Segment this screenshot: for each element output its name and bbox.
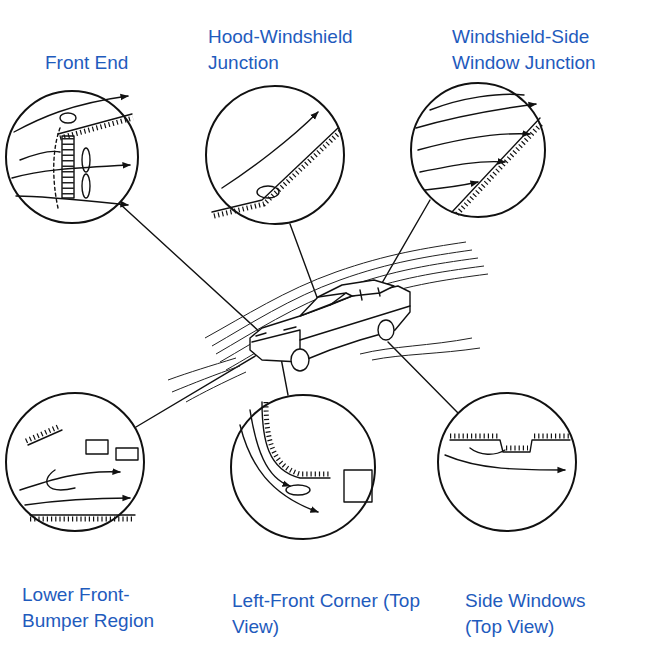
side-window-sketch: [450, 440, 570, 452]
windshield-side-window-sketch: [418, 134, 530, 150]
view-caption: Lower Front- Bumper Region: [22, 582, 192, 634]
leader-line: [281, 358, 288, 395]
car-drawing: [250, 280, 410, 371]
circle-outline: [205, 85, 345, 225]
streamline: [172, 366, 240, 392]
windshield-side-window-sketch: [416, 104, 536, 128]
front-end-sketch: [16, 196, 128, 205]
car-drawing: [291, 349, 309, 371]
leader-line: [388, 342, 458, 413]
bumper-sketch: [30, 517, 135, 522]
front-end-sketch: [12, 165, 130, 178]
side-window-sketch: [445, 455, 565, 470]
car-drawing: [346, 293, 352, 296]
streamline: [168, 242, 488, 402]
side-window-sketch: [445, 436, 570, 470]
car-drawing: [360, 288, 380, 300]
windshield-side-window-sketch: [452, 118, 540, 212]
car-drawing: [378, 320, 394, 340]
view-circle: Side Windows (Top View): [437, 392, 577, 532]
circle-outline: [438, 393, 576, 531]
side-window-sketch: [450, 436, 570, 448]
front-end-sketch: [60, 113, 76, 123]
leader-line: [136, 352, 262, 427]
windshield-side-window-sketch: [420, 162, 505, 172]
bumper-sketch: [25, 498, 130, 505]
front-end-sketch: [82, 174, 90, 198]
circle-outline: [5, 392, 145, 532]
bumper-sketch: [116, 448, 138, 460]
circle-outline: [6, 91, 138, 223]
bumper-sketch: [20, 472, 120, 490]
bumper-sketch: [86, 440, 108, 454]
leader-line: [378, 200, 430, 290]
front-end-sketch: [60, 118, 133, 138]
front-end-sketch: [14, 96, 128, 132]
circle-outline: [410, 82, 546, 218]
windshield-side-window-sketch: [457, 122, 543, 214]
bumper-sketch: [47, 470, 75, 490]
circle-outline: [230, 394, 376, 540]
front-corner-sketch: [250, 410, 290, 486]
view-caption: Windshield-Side Window Junction: [452, 24, 642, 76]
view-circle: Lower Front- Bumper Region: [5, 392, 145, 532]
front-end-sketch: [62, 136, 74, 198]
windshield-side-window-sketch: [425, 182, 478, 190]
streamline: [168, 358, 236, 380]
bumper-sketch: [26, 426, 60, 441]
circle-outline: [437, 392, 577, 532]
view-caption: Hood-Windshield Junction: [208, 24, 398, 76]
front-end-sketch: [82, 148, 90, 172]
streamline: [360, 338, 472, 354]
leader-line: [290, 224, 318, 300]
view-circle: Windshield-Side Window Junction: [410, 82, 546, 218]
view-caption: Left-Front Corner (Top View): [232, 588, 422, 640]
view-circle: Left-Front Corner (Top View): [230, 394, 376, 540]
car-drawing: [318, 293, 346, 305]
bumper-sketch: [28, 430, 62, 445]
front-end-sketch: [20, 151, 60, 160]
front-end-sketch: [62, 138, 74, 196]
circle-outline: [206, 86, 344, 224]
bumper-sketch: [20, 426, 138, 519]
hood-windshield-sketch: [212, 128, 338, 212]
circle-outline: [411, 83, 545, 217]
front-corner-sketch: [240, 402, 372, 512]
front-corner-sketch: [266, 402, 330, 474]
side-window-sketch: [470, 448, 505, 454]
leader-line: [120, 204, 262, 334]
view-caption: Front End: [45, 50, 185, 76]
windshield-side-window-sketch: [416, 94, 543, 214]
streamline: [226, 274, 488, 370]
streamline: [186, 372, 246, 402]
car-drawing: [300, 280, 394, 316]
streamline: [372, 348, 480, 360]
view-circle: Front End: [5, 90, 139, 224]
front-corner-sketch: [240, 425, 318, 512]
front-end-sketch: [58, 114, 132, 134]
circle-outline: [231, 395, 375, 539]
hood-windshield-sketch: [222, 112, 318, 188]
hood-windshield-sketch: [212, 112, 341, 216]
hood-windshield-sketch: [257, 186, 279, 198]
view-circle: Hood-Windshield Junction: [205, 85, 345, 225]
hood-windshield-sketch: [214, 131, 341, 216]
front-end-sketch: [12, 96, 133, 208]
circle-outline: [5, 90, 139, 224]
car-drawing: [256, 327, 296, 336]
circle-outline: [6, 393, 144, 531]
leader-line: [120, 200, 458, 427]
front-corner-sketch: [262, 402, 330, 478]
view-caption: Side Windows (Top View): [465, 588, 615, 640]
front-end-sketch: [54, 128, 60, 208]
car-drawing: [300, 306, 410, 340]
